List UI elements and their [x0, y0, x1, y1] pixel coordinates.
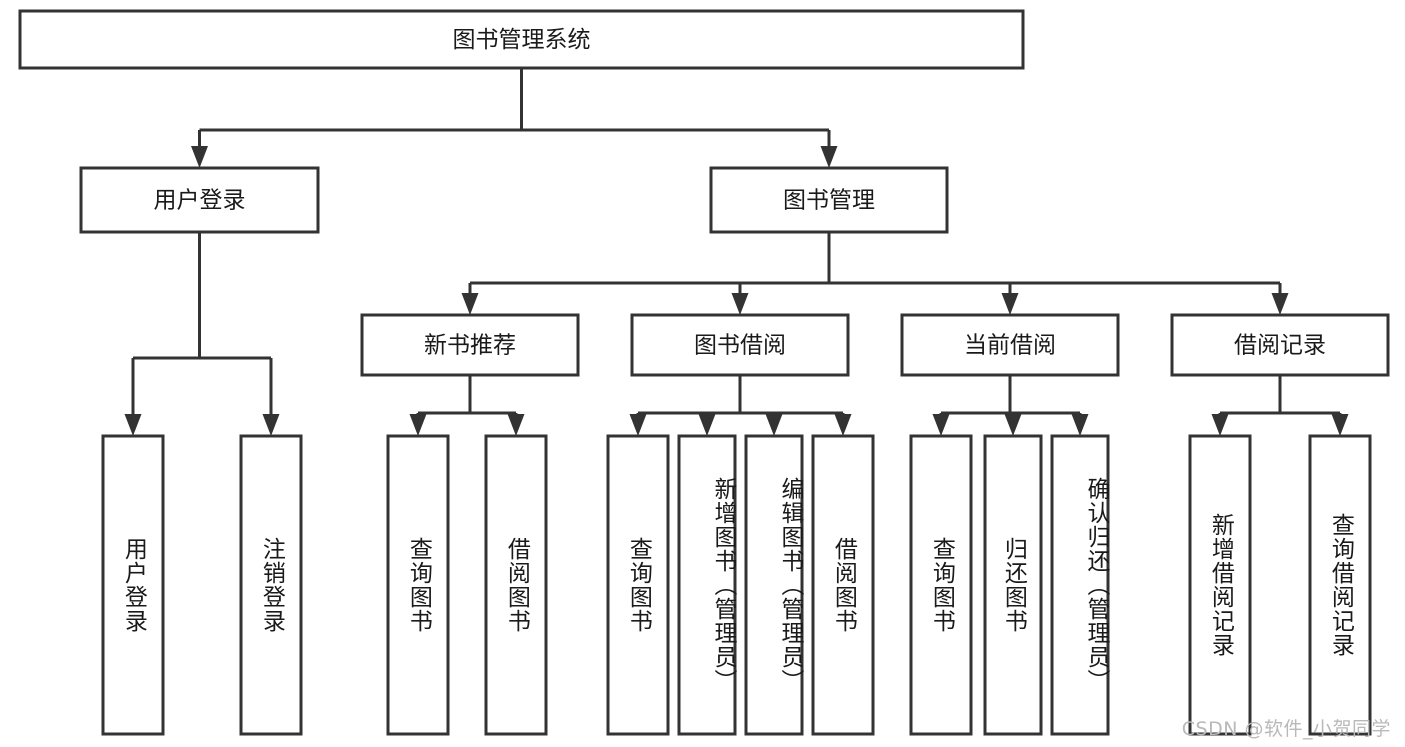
- node-box-leaf-borrow-book-bb[interactable]: [811, 434, 875, 736]
- node-label-current-borrow: 当前借阅: [964, 333, 1056, 359]
- node-label-book-borrow: 图书借阅: [694, 333, 786, 359]
- connector-layer: [124, 68, 1349, 436]
- node-label-borrow-record: 借阅记录: [1234, 333, 1326, 359]
- node-box-book-manage[interactable]: [709, 166, 949, 234]
- node-box-leaf-query-book-rec[interactable]: [386, 434, 450, 736]
- node-box-leaf-user-logout[interactable]: [239, 434, 303, 736]
- node-box-book-borrow[interactable]: [630, 313, 850, 377]
- node-box-borrow-record[interactable]: [1170, 313, 1390, 377]
- node-box-user-login[interactable]: [79, 166, 320, 234]
- node-box-leaf-add-record[interactable]: [1188, 434, 1252, 736]
- node-label-user-login: 用户登录: [154, 188, 246, 214]
- node-box-leaf-confirm-return[interactable]: [1050, 434, 1110, 736]
- node-box-leaf-query-book-cb[interactable]: [909, 434, 973, 736]
- node-box-leaf-query-book-bb[interactable]: [606, 434, 670, 736]
- node-box-leaf-borrow-book-rec[interactable]: [484, 434, 548, 736]
- node-box-new-book-rec[interactable]: [360, 313, 580, 377]
- node-label-root: 图书管理系统: [453, 27, 591, 53]
- node-box-leaf-user-login[interactable]: [101, 434, 165, 736]
- node-box-leaf-add-book[interactable]: [677, 434, 737, 736]
- node-box-root[interactable]: [18, 9, 1025, 70]
- node-box-leaf-query-record[interactable]: [1308, 434, 1372, 736]
- node-label-new-book-rec: 新书推荐: [424, 333, 516, 359]
- node-box-leaf-return-book[interactable]: [983, 434, 1043, 736]
- node-box-leaf-edit-book[interactable]: [744, 434, 804, 736]
- node-label-book-manage: 图书管理: [783, 188, 875, 214]
- node-box-current-borrow[interactable]: [900, 313, 1120, 377]
- node-box-layer: [18, 9, 1390, 736]
